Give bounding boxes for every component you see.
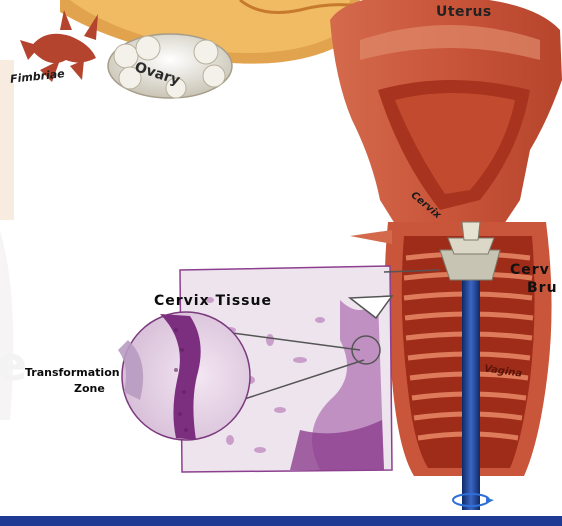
transformation-zone-label-line1: Transformation xyxy=(25,366,120,379)
cervix-tissue-label: Cervix Tissue xyxy=(154,293,272,309)
transformation-zone-label-line2: Zone xyxy=(74,382,105,395)
svg-text:e: e xyxy=(0,337,27,391)
uterus xyxy=(330,0,562,236)
cervix-brush-label-line1: Cerv xyxy=(510,262,550,278)
ovary xyxy=(108,34,232,98)
transformation-zone-magnifier xyxy=(118,312,250,440)
uterus-label: Uterus xyxy=(436,4,492,20)
background-watermark: e xyxy=(0,230,27,420)
cervix-brush-label-line2: Bru xyxy=(527,280,558,296)
bottom-bar xyxy=(0,516,562,526)
